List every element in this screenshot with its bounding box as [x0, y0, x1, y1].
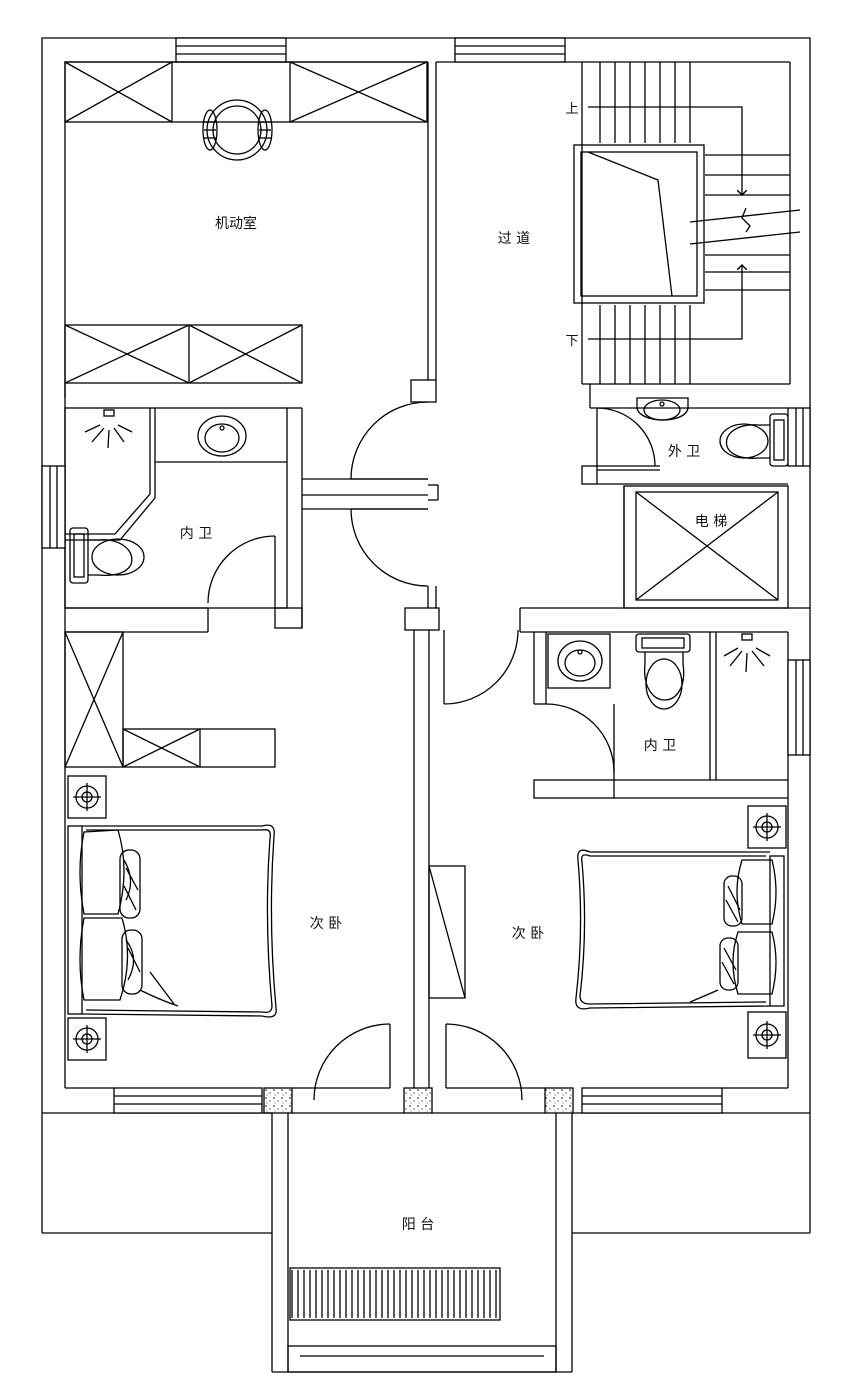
sink-icon	[197, 415, 247, 457]
machine-room-cabinet-top	[64, 61, 428, 123]
nightstand-lamp-icon	[747, 1011, 787, 1059]
door-corridor-right[interactable]	[443, 629, 519, 705]
elevator	[623, 485, 789, 609]
nightstand-lamp-icon	[747, 805, 787, 849]
stair-up-label: 上	[565, 102, 578, 117]
shower-partition	[65, 408, 287, 541]
double-door[interactable]	[350, 401, 439, 587]
window-left-side	[41, 465, 66, 549]
tv-cabinet	[428, 865, 466, 999]
label-outer-bath: 外 卫	[668, 444, 700, 460]
bed-left	[67, 824, 277, 1018]
window-bottom-left	[113, 1087, 263, 1114]
balcony-steps	[289, 1267, 501, 1321]
column-left	[263, 1087, 293, 1114]
nightstand-lamp-icon	[67, 1017, 107, 1061]
stair	[573, 62, 801, 385]
label-balcony: 阳 台	[402, 1217, 434, 1233]
label-inner-bath-right: 内 卫	[644, 738, 676, 754]
label-elevator: 电 梯	[695, 514, 727, 530]
machine-room-cabinet-bottom	[64, 324, 303, 398]
outer-bath-walls	[581, 384, 788, 485]
wardrobe	[64, 631, 276, 768]
window-bottom-right	[581, 1087, 723, 1114]
door-outer-bath[interactable]	[596, 407, 656, 467]
door-right-bedroom[interactable]	[445, 1023, 523, 1101]
sink-icon	[636, 397, 689, 421]
ring-fixture-icon	[202, 99, 273, 161]
shower-head-icon	[723, 633, 771, 673]
balcony-rail	[271, 1113, 573, 1373]
window-right-bath	[787, 659, 811, 756]
toilet-icon	[69, 527, 145, 584]
outer-walls	[41, 37, 811, 1234]
toilet-icon	[719, 413, 789, 467]
stair-down-label: 下	[565, 334, 578, 349]
sink-icon	[547, 633, 611, 689]
window-top-right	[454, 37, 566, 63]
column-center	[403, 1087, 433, 1114]
balcony-step-frame	[289, 1267, 501, 1321]
central-partition	[404, 62, 440, 1088]
window-right-side	[787, 407, 811, 467]
nightstand-lamp-icon	[67, 775, 107, 819]
shower-head-icon	[84, 409, 133, 449]
tv-cabinet-diagonal	[428, 865, 466, 999]
door-right-bath[interactable]	[545, 703, 615, 780]
window-top-left	[175, 37, 287, 63]
inner-bath-left-walls	[64, 407, 428, 633]
label-bedroom-right: 次 卧	[512, 926, 544, 942]
toilet-icon	[635, 633, 691, 710]
label-inner-bath-left: 内 卫	[180, 526, 212, 542]
inner-bath-right-walls	[533, 632, 788, 799]
label-machine-room: 机动室	[215, 215, 257, 232]
label-corridor: 过 道	[498, 231, 530, 247]
door-left-bath[interactable]	[207, 535, 276, 608]
bed-right	[575, 849, 785, 1010]
door-left-bedroom[interactable]	[313, 1023, 391, 1101]
label-bedroom-left: 次 卧	[310, 916, 342, 932]
column-right	[544, 1087, 574, 1114]
